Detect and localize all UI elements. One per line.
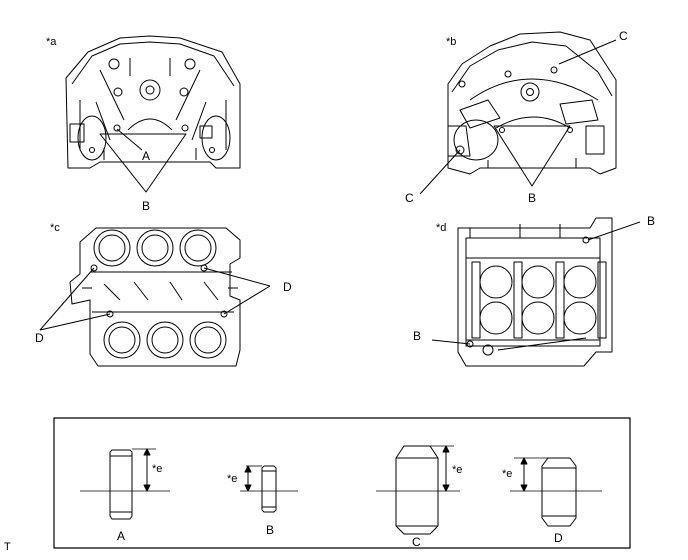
block-view-c <box>69 227 241 367</box>
corner-mark: T <box>4 541 11 553</box>
callout-c-bottom: C <box>405 191 414 205</box>
pin-d-label: D <box>554 531 563 545</box>
callout-a: A <box>142 149 151 163</box>
pin-a-drawing <box>80 448 170 520</box>
pin-c-drawing <box>376 445 460 535</box>
pin-b-label: B <box>266 523 275 537</box>
callout-b-view-b: B <box>528 191 537 205</box>
pin-d-drawing <box>510 457 602 527</box>
callout-d-left: D <box>35 331 44 345</box>
pin-c-label: C <box>412 535 421 549</box>
block-view-b <box>447 31 617 175</box>
callout-b-top: B <box>647 214 656 228</box>
pin-d-dim-label: *e <box>502 468 513 480</box>
block-view-a <box>65 35 241 169</box>
callout-c-top: C <box>619 29 628 43</box>
view-b-tag: *b <box>446 36 457 48</box>
pin-a-label: A <box>117 529 126 543</box>
pin-b-drawing <box>240 465 298 513</box>
callout-d-right: D <box>283 280 292 294</box>
callout-b-view-a: B <box>142 199 151 213</box>
pin-b-dim-label: *e <box>227 473 238 485</box>
legend-frame <box>53 417 631 549</box>
view-c-tag: *c <box>50 222 60 234</box>
pin-a-dim-label: *e <box>152 463 163 475</box>
view-d-tag: *d <box>436 222 447 234</box>
pin-c-dim-label: *e <box>452 464 463 476</box>
view-a-tag: *a <box>46 36 57 48</box>
callout-b-left: B <box>413 329 422 343</box>
